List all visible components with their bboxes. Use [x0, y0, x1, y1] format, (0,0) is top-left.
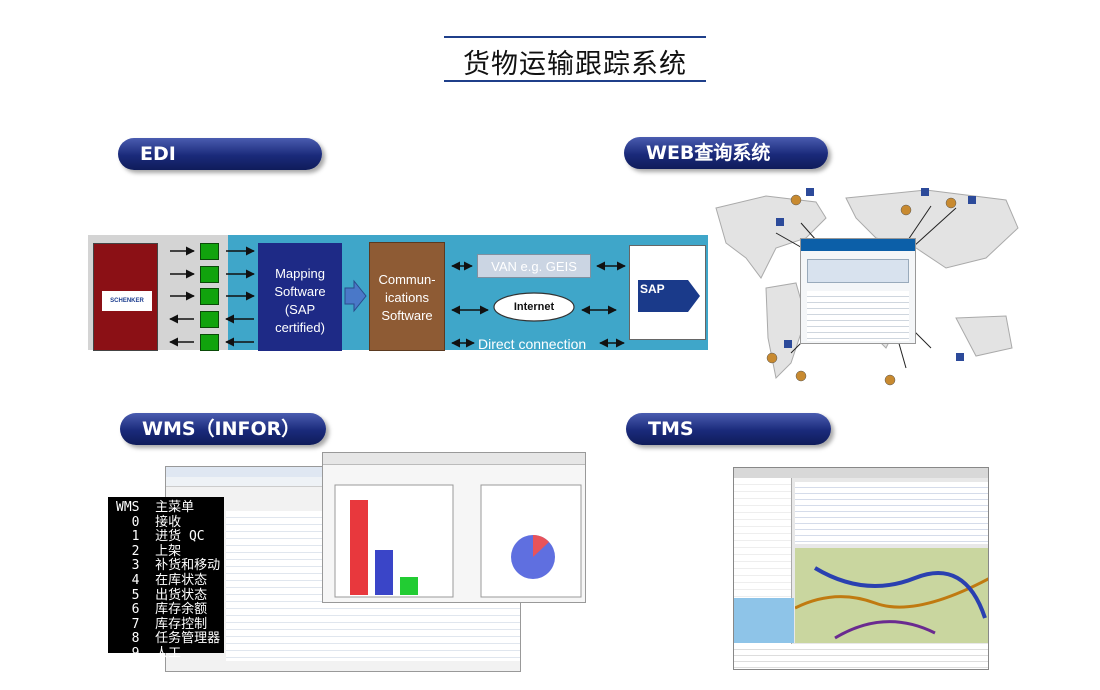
title-block: 货物运输跟踪系统: [444, 36, 706, 82]
wms-menu-line: 7 库存控制: [116, 616, 208, 632]
tms-sea: [734, 598, 794, 643]
tms-toolbar: [734, 468, 988, 478]
sap-box: SAP: [629, 245, 706, 340]
wms-menu-line: 0 接收: [116, 514, 182, 530]
wms-menu-line: 3 补货和移动: [116, 558, 221, 574]
title-rule-bottom: [444, 80, 706, 82]
tms-map-view: [794, 548, 988, 643]
edi-green-square: [200, 334, 219, 351]
edi-diagram: SCHENKER Mapping Software (SAP certified…: [88, 235, 708, 352]
section-web: WEB查询系统: [624, 137, 828, 169]
wms-menu-line: 8 任务管理器: [116, 631, 221, 647]
wms-menu-line: 6 库存余额: [116, 602, 208, 618]
tms-screenshot: [733, 467, 989, 670]
wms-terminal: WMS 主菜单 0 接收 1 进货 QC 2 上架 3 补货和移动 4 在库状态…: [108, 497, 224, 661]
title-rule-top: [444, 36, 706, 38]
section-wms: WMS（INFOR）: [120, 413, 326, 445]
wms-chart-screenshot: [322, 452, 586, 603]
edi-green-square: [200, 266, 219, 283]
sap-logo-icon: [638, 280, 700, 312]
edi-green-square: [200, 311, 219, 328]
direct-connection-label: Direct connection: [478, 336, 587, 352]
wms-menu-line: 4 在库状态: [116, 572, 208, 588]
edi-green-square: [200, 243, 219, 260]
edi-connectors: [169, 246, 626, 348]
tms-route-map-icon: [794, 566, 988, 640]
wms-menu-line: 2 上架: [116, 543, 182, 559]
web-screenshot-table: [807, 291, 909, 341]
section-tms: TMS: [626, 413, 831, 445]
mapping-line: Mapping: [275, 266, 325, 281]
comm-line: ications: [384, 290, 430, 305]
page-title: 货物运输跟踪系统: [463, 49, 687, 80]
mapping-software-box: Mapping Software (SAP certified): [258, 243, 342, 351]
wms-chart-figures: [334, 484, 582, 598]
wms-menu-line: 1 进货 QC: [116, 529, 205, 545]
wms-menu-line: 5 出货状态: [116, 587, 208, 603]
wms-chart-toolbar: [323, 453, 585, 465]
communications-software-box: Commun- ications Software: [369, 242, 445, 351]
web-query-screenshot: [800, 238, 916, 344]
sap-label: SAP: [640, 282, 665, 296]
web-screenshot-form: [807, 259, 909, 283]
mapping-line: certified): [275, 320, 325, 335]
edi-green-square: [200, 288, 219, 305]
web-screenshot-header: [801, 239, 915, 251]
web-world-map: [706, 188, 1024, 396]
comm-line: Software: [381, 308, 433, 323]
van-box: VAN e.g. GEIS: [477, 254, 591, 278]
mapping-line: (SAP: [284, 302, 316, 317]
wms-menu-line: 9 人工: [116, 645, 182, 661]
tms-bottom-grid: [734, 644, 988, 669]
mapping-line: Software: [274, 284, 326, 299]
wms-menu-line: WMS 主菜单: [116, 500, 195, 515]
edi-logo: SCHENKER: [102, 291, 152, 311]
tms-grid: [795, 482, 988, 544]
internet-label: Internet: [513, 301, 555, 313]
comm-line: Commun-: [378, 272, 436, 287]
section-edi: EDI: [118, 138, 322, 170]
edi-source-box: SCHENKER: [93, 243, 158, 351]
